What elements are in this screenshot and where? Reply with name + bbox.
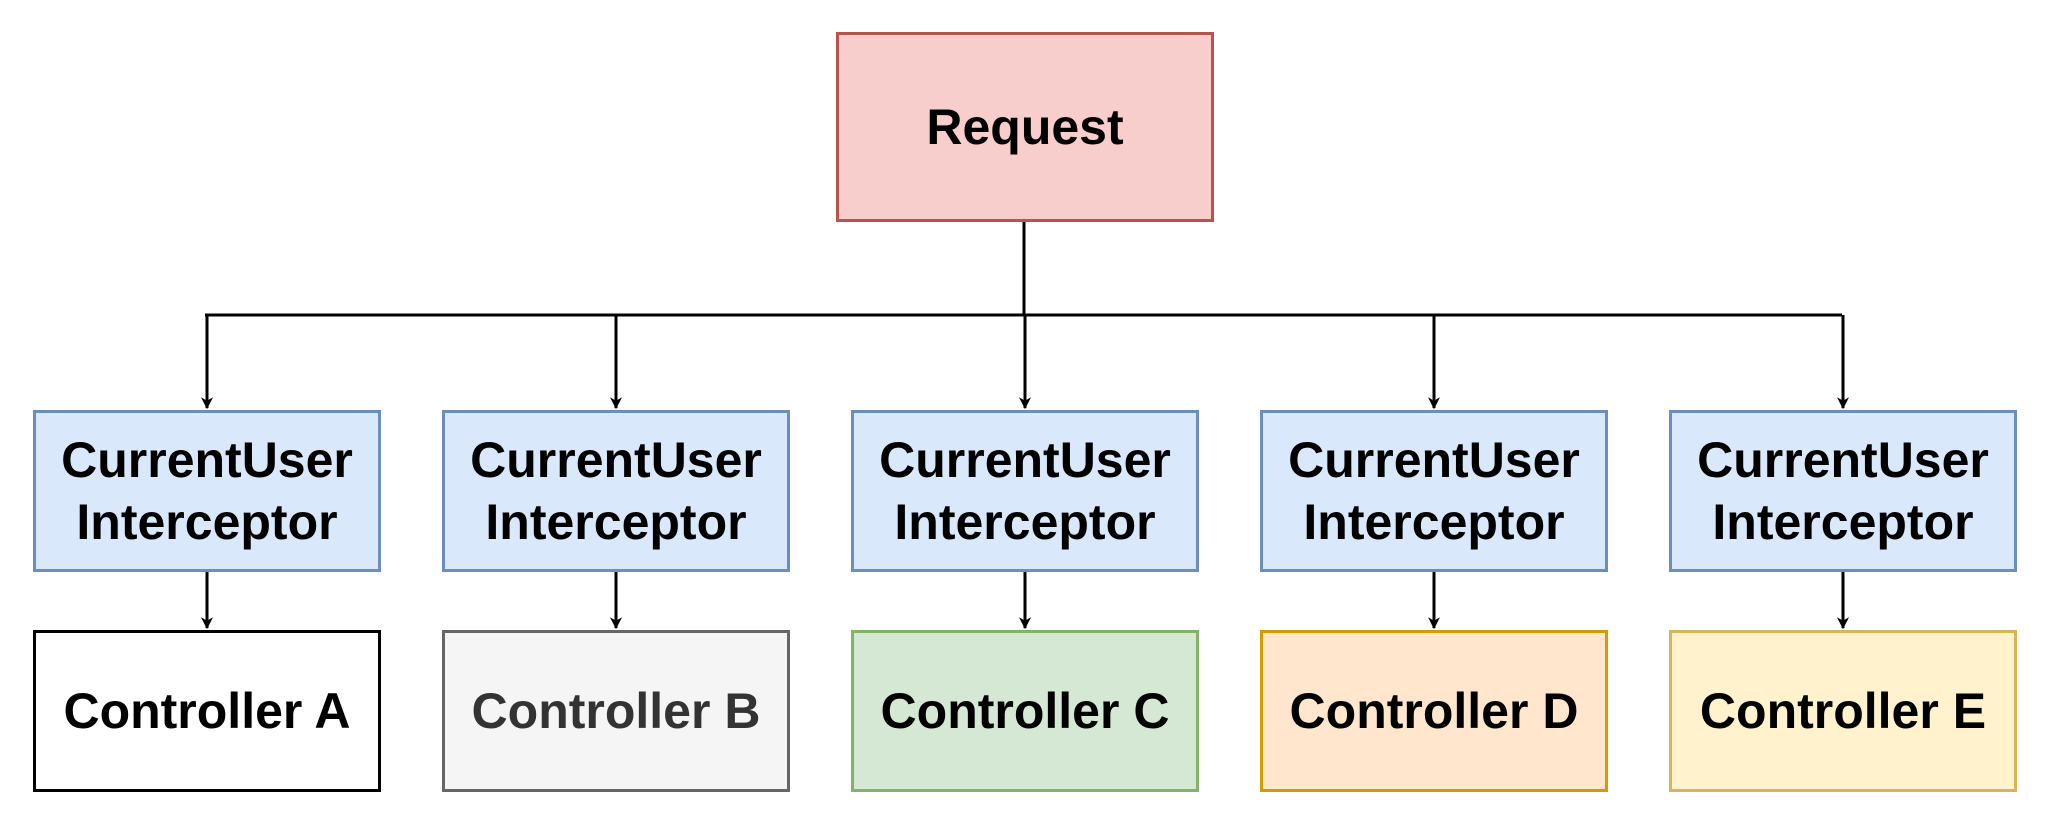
request-box: Request xyxy=(836,32,1214,222)
controller-box-c: Controller C xyxy=(851,630,1199,792)
controller-label: Controller D xyxy=(1289,683,1579,739)
controller-box-a: Controller A xyxy=(33,630,381,792)
interceptor-box-b: CurrentUser Interceptor xyxy=(442,410,790,572)
interceptor-label-line1: CurrentUser xyxy=(1697,432,1989,488)
interceptor-label-line1: CurrentUser xyxy=(61,432,353,488)
interceptor-label-line1: CurrentUser xyxy=(470,432,762,488)
controller-box-e: Controller E xyxy=(1669,630,2017,792)
interceptor-box-e: CurrentUser Interceptor xyxy=(1669,410,2017,572)
interceptor-label-line1: CurrentUser xyxy=(1288,432,1580,488)
interceptor-label-line2: Interceptor xyxy=(76,494,338,550)
interceptor-label-line2: Interceptor xyxy=(894,494,1156,550)
interceptor-label-line2: Interceptor xyxy=(1303,494,1565,550)
interceptor-box-a: CurrentUser Interceptor xyxy=(33,410,381,572)
controller-label: Controller C xyxy=(880,683,1170,739)
interceptor-box-d: CurrentUser Interceptor xyxy=(1260,410,1608,572)
controller-box-b: Controller B xyxy=(442,630,790,792)
interceptor-label-line2: Interceptor xyxy=(1712,494,1974,550)
interceptor-label-line2: Interceptor xyxy=(485,494,747,550)
controller-box-d: Controller D xyxy=(1260,630,1608,792)
controller-label: Controller B xyxy=(471,683,761,739)
controller-label: Controller E xyxy=(1699,683,1987,739)
controller-label: Controller A xyxy=(63,683,351,739)
interceptor-label-line1: CurrentUser xyxy=(879,432,1171,488)
interceptor-box-c: CurrentUser Interceptor xyxy=(851,410,1199,572)
request-label: Request xyxy=(926,99,1124,155)
